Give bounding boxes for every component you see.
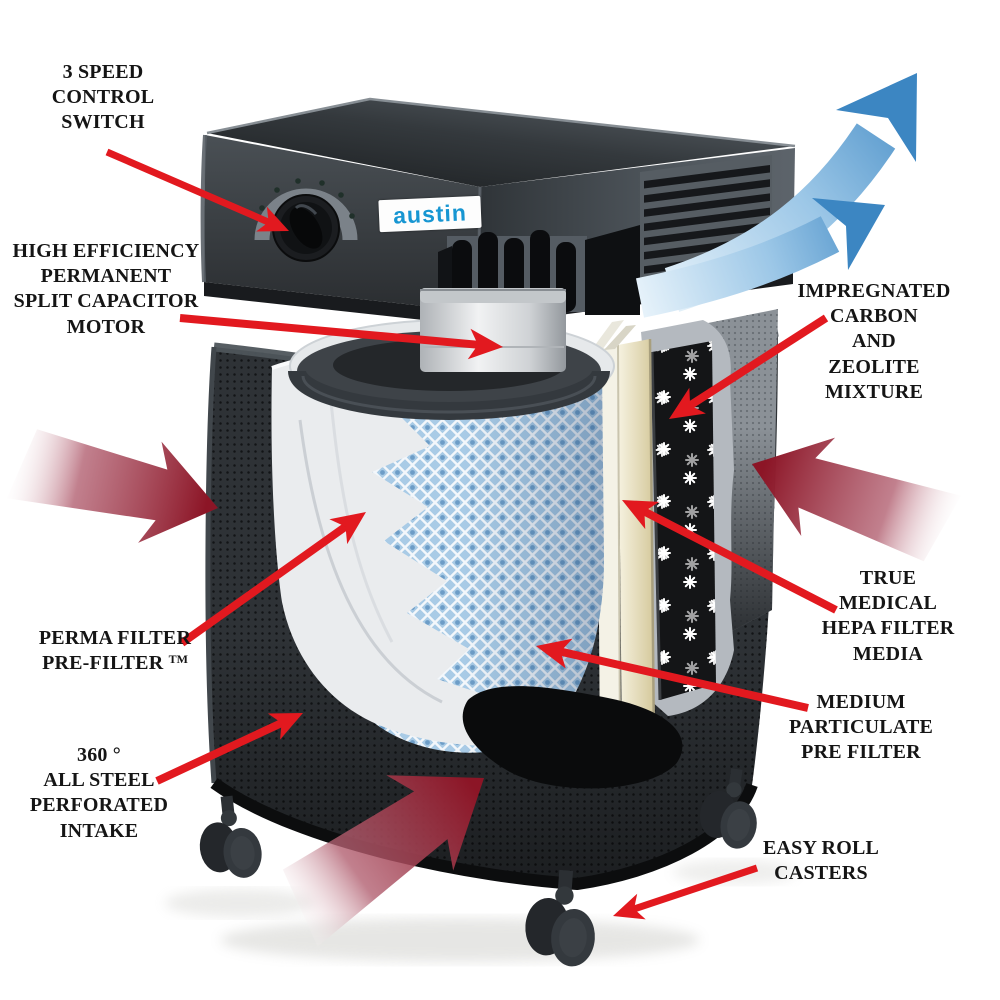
callout-arrow-intake [155, 713, 303, 785]
label-line: CARBON [830, 305, 918, 328]
label-line: SPLIT CAPACITOR [13, 290, 199, 313]
callout-arrow-medium [536, 638, 809, 712]
label-line: INTAKE [59, 819, 139, 842]
callout-arrow-hepa [622, 500, 838, 614]
callout-arrow-motor [179, 314, 503, 360]
label-hepa-filter-media: TRUE MEDICAL HEPA FILTER MEDIA [822, 566, 955, 667]
label-line-text: PRE-FILTER [42, 652, 169, 675]
caster-front [525, 869, 595, 967]
cutaway-shadow-blob [462, 686, 683, 789]
callout-arrow-casters [613, 864, 759, 920]
label-carbon-zeolite-mixture: IMPREGNATED CARBON AND ZEOLITE MIXTURE [798, 279, 951, 405]
label-split-capacitor-motor: HIGH EFFICIENCY PERMANENT SPLIT CAPACITO… [13, 239, 200, 340]
label-perma-filter: PERMA FILTER PRE-FILTER TM [39, 626, 191, 676]
label-line: ZEOLITE [828, 355, 920, 378]
label-line: TRUE [859, 567, 917, 589]
label-perforated-intake: 360 ° ALL STEEL PERFORATED INTAKE [30, 743, 168, 844]
label-line: PRE FILTER [801, 741, 921, 764]
label-line: PERFORATED [29, 794, 169, 817]
label-medium-particulate-prefilter: MEDIUM PARTICULATE PRE FILTER [789, 690, 933, 766]
label-line: MEDICAL [838, 592, 938, 615]
motor-assembly [288, 288, 615, 420]
knob-tick-marks [259, 178, 355, 219]
label-line: IMPREGNATED [797, 280, 951, 302]
label-line: AND [852, 330, 896, 353]
label-line: CASTERS [774, 862, 868, 885]
label-line: 3 SPEED [62, 61, 144, 83]
label-3-speed-control-switch: 3 SPEED CONTROL SWITCH [52, 60, 155, 136]
label-line: ALL STEEL [43, 769, 155, 792]
intake-airflow-arrow-left [3, 410, 230, 559]
label-line: SWITCH [61, 111, 145, 134]
label-line: HEPA FILTER [821, 617, 955, 640]
label-line: MOTOR [66, 315, 146, 338]
label-line: MIXTURE [824, 380, 924, 403]
label-line: CONTROL [51, 86, 155, 109]
label-line: PERMA FILTER [38, 627, 192, 649]
label-easy-roll-casters: EASY ROLL CASTERS [763, 836, 879, 886]
caster-right [699, 768, 757, 849]
label-line: MEDIUM [816, 691, 906, 713]
callout-arrow-carbon [669, 314, 829, 419]
label-line: EASY ROLL [762, 837, 880, 859]
caster-left [199, 795, 262, 878]
callout-arrow-perma-filter [179, 512, 366, 647]
callout-arrow-speed-control [105, 148, 289, 232]
clean-air-arrow-lower [635, 198, 885, 318]
particulate-filter-layer [590, 320, 656, 758]
label-line: PRE-FILTER TM [39, 651, 191, 676]
label-line: 360 ° [77, 744, 121, 766]
brand-logo: austin [378, 195, 482, 233]
label-line: PARTICULATE [788, 716, 934, 739]
callout-arrows [105, 148, 838, 920]
motor-cylinder [420, 288, 566, 372]
label-line: PERMANENT [40, 265, 172, 288]
housing-lid [207, 99, 795, 187]
label-line: MEDIA [853, 642, 923, 665]
trademark-symbol: TM [168, 652, 188, 667]
carbon-zeolite-layer [641, 320, 734, 716]
label-line: HIGH EFFICIENCY [12, 240, 200, 262]
